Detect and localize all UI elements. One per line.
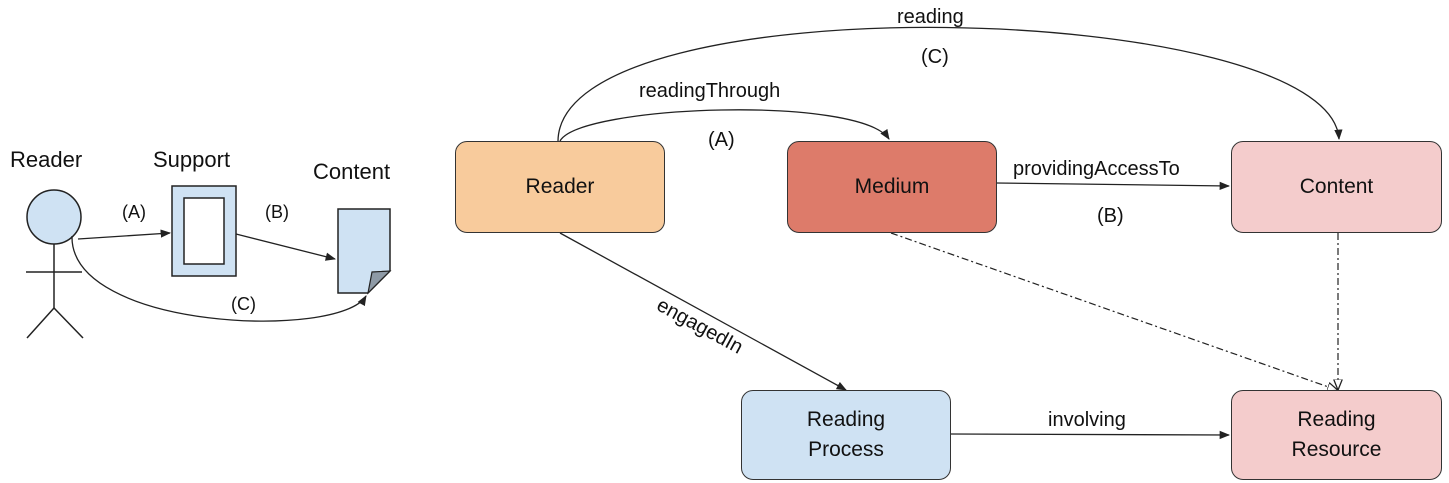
medium-node: Medium [787,141,997,233]
left-content-label: Content [313,159,391,184]
edge-medium-to-resource [890,232,1337,390]
reader-head-icon [26,189,82,245]
left-edge-a-label: (A) [122,202,146,222]
edge-involving [950,430,1231,440]
edge-reading [557,26,1343,142]
edge-reading-label: reading [897,6,964,28]
reading-resource-line1: Reading [1297,408,1376,431]
edge-involving-label: involving [1048,409,1126,431]
reading-resource-line2: Resource [1291,438,1382,461]
edge-reading-through-tag: (A) [708,129,735,151]
reader-node-label: Reader [525,175,595,198]
left-edge-a [77,229,172,240]
content-document-icon [337,208,391,294]
left-reader-label: Reader [10,147,83,172]
reading-process-node: Reading Process [741,390,951,480]
left-edge-c-label: (C) [231,294,256,314]
content-node: Content [1231,141,1442,233]
reader-leg-left-icon [26,307,55,339]
left-edge-c [71,235,367,322]
left-edge-b-label: (B) [265,202,289,222]
support-screen-icon [183,197,225,265]
reader-leg-right-icon [53,307,84,339]
edge-providing-access-to-tag: (B) [1097,205,1124,227]
reading-process-line1: Reading [806,408,886,431]
reading-process-line2: Process [808,438,884,461]
edge-providing-access-to-label: providingAccessTo [1013,158,1180,180]
left-edge-b [235,233,337,261]
medium-node-label: Medium [854,175,930,198]
content-node-label: Content [1299,175,1374,198]
reading-resource-node: Reading Resource [1231,390,1442,480]
reader-node: Reader [455,141,665,233]
edge-engaged-in [559,232,847,391]
edge-reading-tag: (C) [921,46,949,68]
edge-providing-access-to [995,181,1231,191]
document-fold-icon [367,270,392,295]
left-support-label: Support [153,147,231,172]
edge-reading-through [559,109,890,142]
edge-reading-through-label: readingThrough [639,80,781,102]
